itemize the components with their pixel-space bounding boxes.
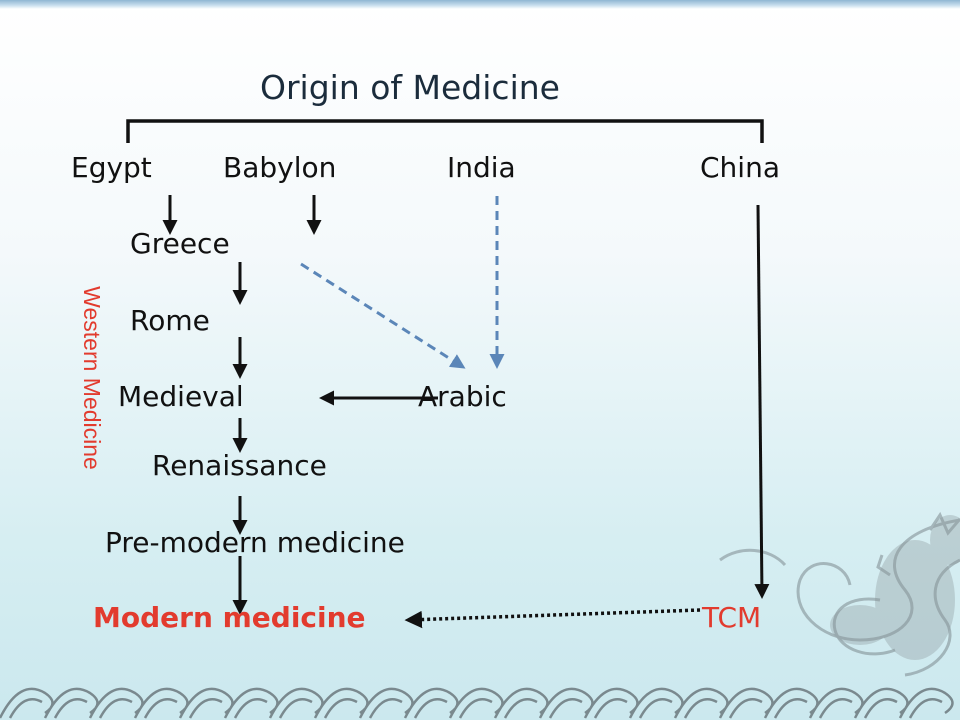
top-band [0, 0, 960, 9]
node-rome: Rome [130, 304, 210, 337]
node-india: India [447, 151, 516, 184]
western-medicine-label: Western Medicine [79, 286, 105, 470]
node-premodern-medicine: Pre-modern medicine [105, 526, 405, 559]
dotted-arrow-tcm-modern [404, 608, 701, 629]
node-greece: Greece [130, 227, 230, 260]
node-arabic: Arabic [418, 380, 507, 413]
dragon-fill [830, 515, 960, 660]
node-renaissance: Renaissance [152, 449, 327, 482]
node-tcm: TCM [702, 601, 762, 634]
dragon-silhouette [719, 511, 960, 677]
node-egypt: Egypt [71, 151, 152, 184]
arrow-china-tcm [754, 204, 770, 599]
node-medieval: Medieval [118, 380, 244, 413]
wave-band [0, 687, 954, 719]
node-modern-medicine: Modern medicine [93, 601, 366, 634]
node-china: China [700, 151, 780, 184]
diagram-title: Origin of Medicine [260, 68, 560, 107]
origin-bracket [126, 119, 764, 143]
dashed-arrow-greece-arabic [300, 262, 466, 369]
node-babylon: Babylon [223, 151, 337, 184]
